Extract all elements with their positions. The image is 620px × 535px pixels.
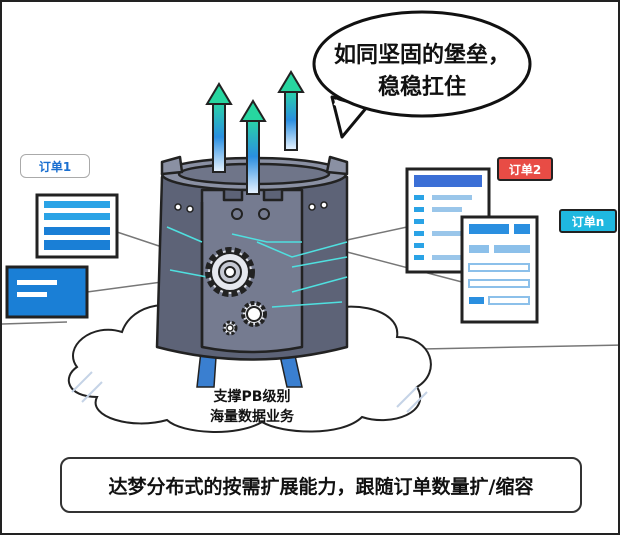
arrow-up-icon: [205, 82, 233, 173]
speech-bubble-line-2: 稳稳扛住: [377, 75, 466, 100]
speech-bubble-line-1: 如同坚固的堡垒，: [333, 43, 510, 68]
order-2-tag: 订单2: [497, 157, 553, 181]
connector-lines: [2, 226, 618, 350]
speech-bubble: [312, 10, 532, 139]
cloud-text-line-1: 支撑PB级别: [213, 389, 291, 405]
arrow-up-icon: [239, 99, 267, 195]
gear-icon: [222, 320, 238, 336]
order-1-tag: 订单1: [20, 154, 90, 178]
gear-icon: [241, 301, 267, 327]
order-n-tag: 订单n: [559, 209, 617, 233]
cloud-text-line-2: 海量数据业务: [210, 409, 294, 425]
circuit-lines: [166, 226, 348, 308]
gear-icon: [205, 247, 255, 297]
cloud-hatching: [71, 371, 428, 413]
order-document-card: [5, 265, 89, 319]
order-document-card: [460, 215, 539, 324]
caption-box: 达梦分布式的按需扩展能力，跟随订单数量扩/缩容: [60, 457, 582, 513]
order-document-card: [35, 193, 119, 259]
arrow-up-icon: [277, 70, 305, 151]
growth-arrows: [205, 70, 305, 195]
